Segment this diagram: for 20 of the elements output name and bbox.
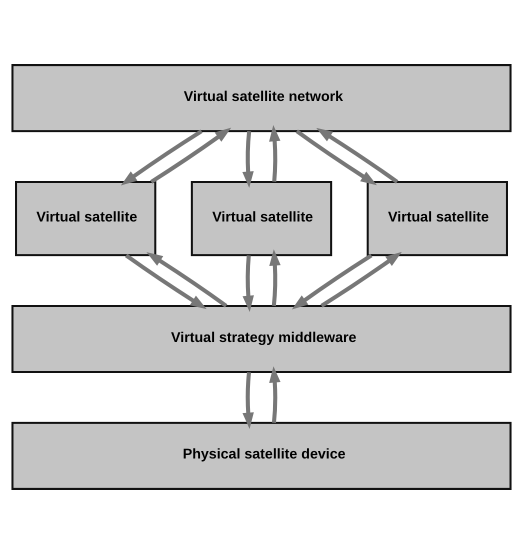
arrow <box>242 255 254 312</box>
arrow <box>242 372 254 429</box>
node-box: Virtual strategy middleware <box>11 304 512 374</box>
node-box: Virtual satellite <box>190 180 332 256</box>
arrow <box>269 249 281 306</box>
arrow <box>146 252 228 308</box>
node-box: Virtual satellite network <box>11 64 512 132</box>
arrow <box>320 252 402 308</box>
arrow <box>150 128 232 184</box>
arrow <box>269 125 280 182</box>
arrow <box>316 128 398 184</box>
arrow <box>296 130 377 186</box>
node-box: Virtual satellite <box>366 180 508 256</box>
arrow <box>242 130 254 188</box>
node-box: Virtual satellite <box>15 180 156 256</box>
node-box: Physical satellite device <box>11 422 512 490</box>
arrow <box>124 254 207 310</box>
arrow <box>269 366 281 424</box>
arrow <box>292 254 372 310</box>
arrow <box>120 129 203 186</box>
